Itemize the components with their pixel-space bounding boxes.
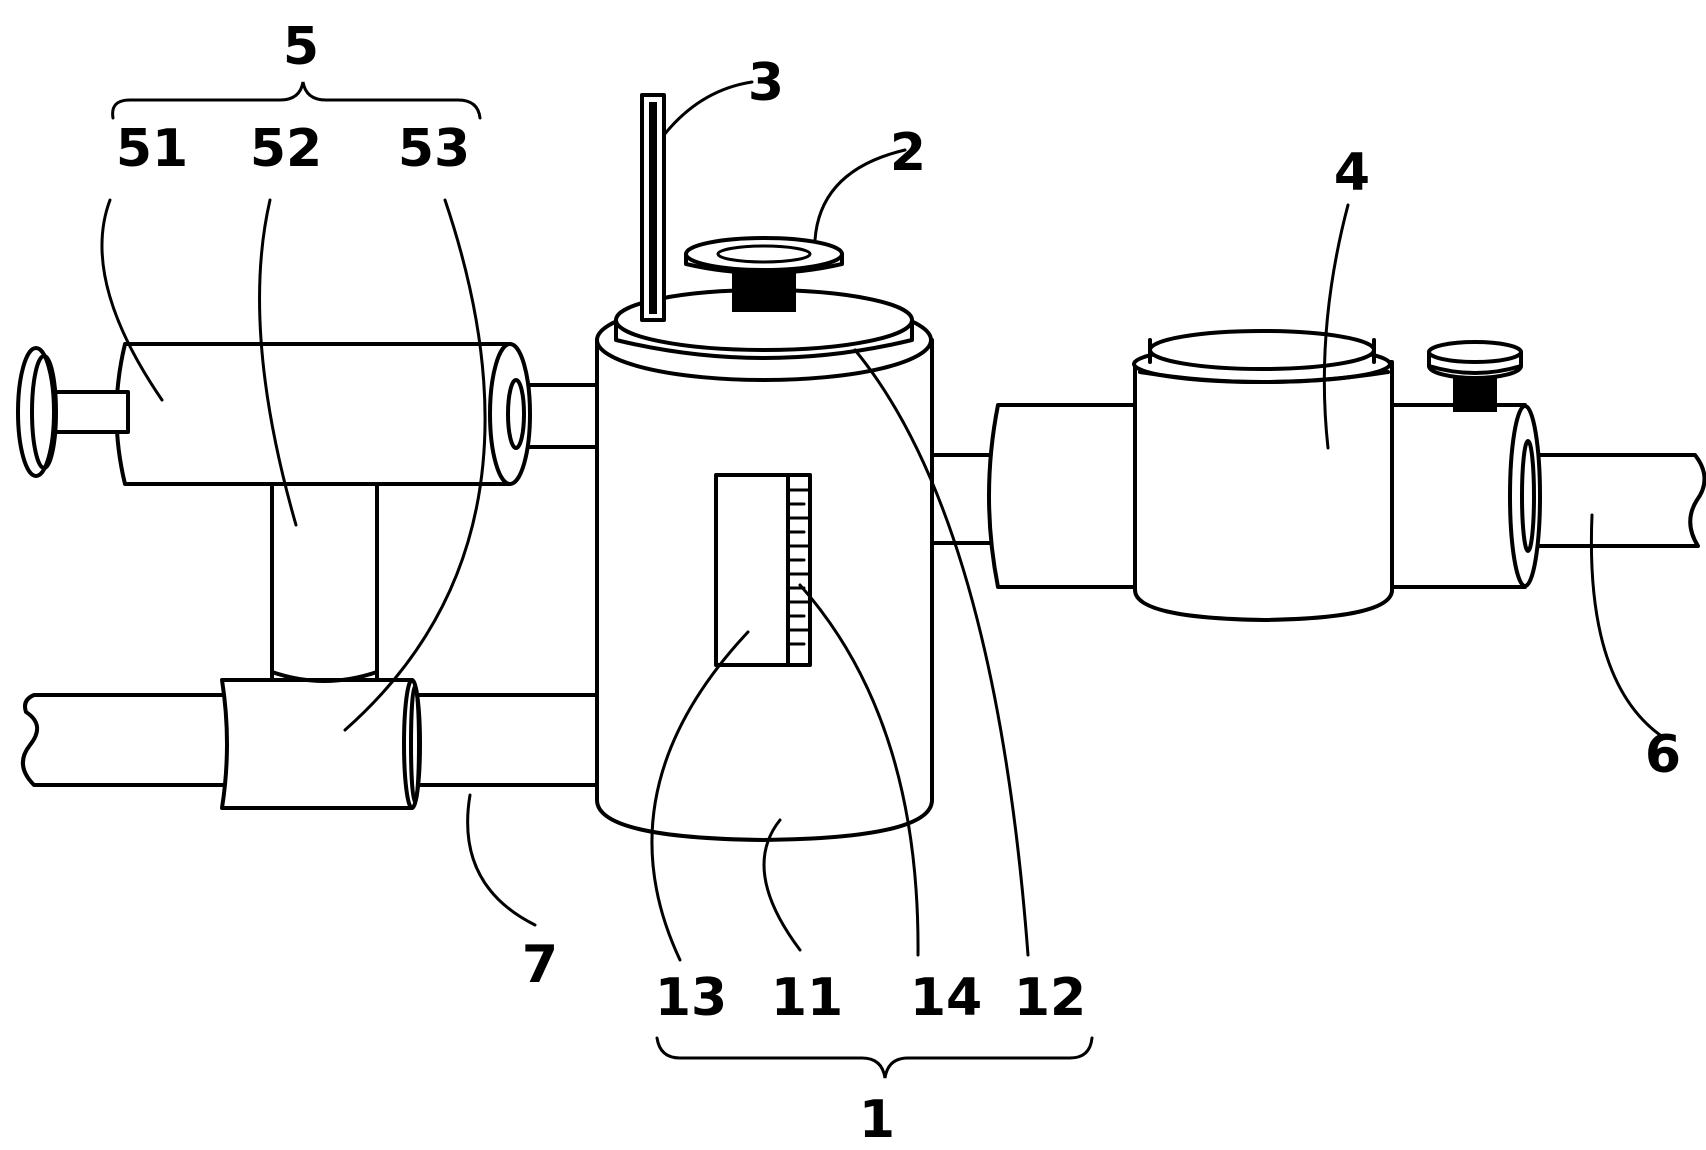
label-13: 13: [655, 968, 727, 1028]
leader-52: [258, 198, 298, 527]
label-14: 14: [910, 968, 982, 1028]
label-1: 1: [859, 1090, 895, 1150]
label-52: 52: [250, 119, 322, 179]
leader-12: [853, 348, 1030, 957]
leader-7: [466, 793, 537, 927]
leader-4: [1322, 203, 1350, 450]
label-2: 2: [890, 123, 926, 183]
leader-53: [343, 198, 487, 732]
label-12: 12: [1014, 968, 1086, 1028]
label-3: 3: [748, 53, 784, 113]
gauge-3: [640, 93, 666, 322]
leader-14: [798, 583, 920, 957]
small-valve: [1427, 340, 1523, 412]
knob-2: [684, 236, 844, 312]
lid-12: [614, 288, 914, 360]
label-6: 6: [1645, 725, 1681, 785]
leader-13: [650, 630, 750, 962]
leader-3: [662, 80, 754, 137]
label-53: 53: [398, 119, 470, 179]
connector-52: [270, 478, 379, 683]
scale-14: [786, 473, 812, 667]
label-7: 7: [522, 935, 558, 995]
label-11: 11: [771, 968, 843, 1028]
sight-window-13: [714, 473, 812, 667]
valve-51: [16, 342, 607, 486]
leader-6: [1589, 513, 1662, 737]
label-4: 4: [1334, 143, 1370, 203]
leader-11: [762, 818, 802, 952]
leader-51: [100, 198, 164, 402]
brace-5: [111, 81, 482, 120]
label-5: 5: [283, 17, 319, 77]
label-51: 51: [116, 119, 188, 179]
brace-1: [655, 1036, 1094, 1079]
meter-4: [1132, 329, 1394, 622]
tee-53: [220, 678, 422, 810]
leader-2: [813, 148, 907, 242]
